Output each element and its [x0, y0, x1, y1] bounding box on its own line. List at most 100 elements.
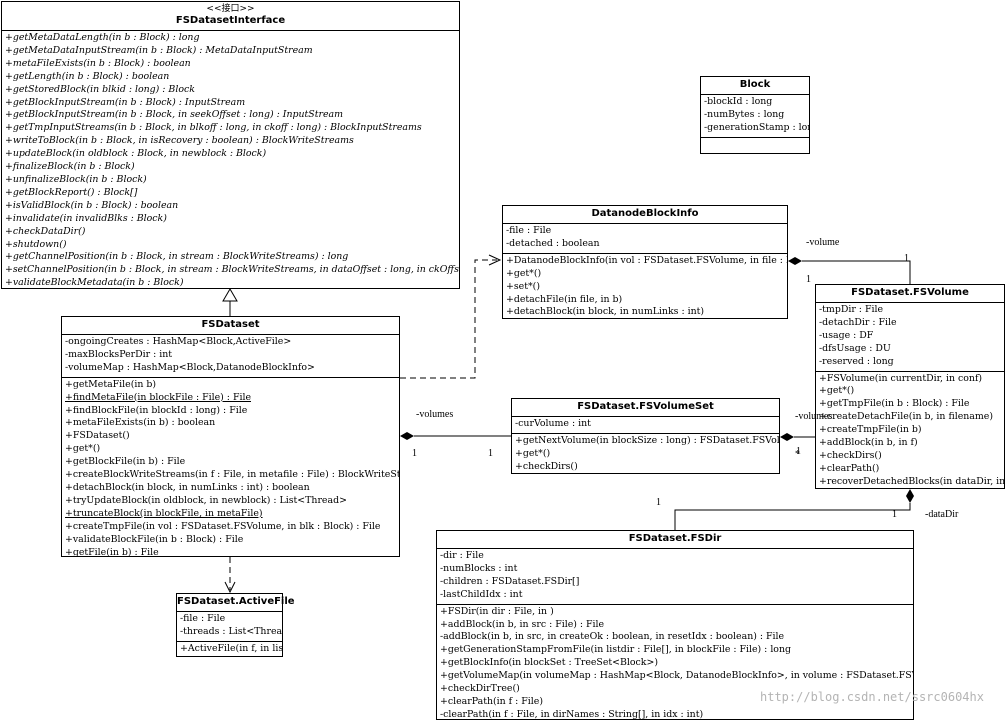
class-header: DatanodeBlockInfo — [503, 206, 787, 224]
method-item: +isValidBlock(in b : Block) : boolean — [5, 199, 179, 211]
method-item: +unfinalizeBlock(in b : Block) — [5, 173, 147, 185]
class-header: FSDataset.ActiveFile — [177, 594, 295, 612]
block-class: Block -blockId : long-numBytes : long-ge… — [700, 76, 810, 154]
method-item: +FSDir(in dir : File, in ) — [440, 605, 554, 617]
class-name: FSDatasetInterface — [175, 15, 286, 26]
method-item: +checkDataDir() — [5, 225, 86, 237]
method-item: +getNextVolume(in blockSize : long) : FS… — [515, 434, 779, 446]
association-label-volumes: -volumes — [795, 411, 833, 422]
attribute-item: -file : File — [180, 613, 226, 624]
method-item: +updateBlock(in oldblock : Block, in new… — [5, 148, 267, 160]
method-item: +getBlockInputStream(in b : Block, in se… — [5, 109, 343, 121]
attributes-section: -dir : File-numBlocks : int-children : F… — [437, 549, 913, 605]
method-item: +setChannelPosition(in b : Block, in str… — [5, 264, 459, 276]
method-item: +getBlockInputStream(in b : Block) : Inp… — [5, 96, 246, 108]
method-item: +get*() — [65, 443, 101, 455]
association-label-datadir: -dataDir — [925, 509, 959, 520]
attribute-item: -curVolume : int — [515, 418, 591, 429]
class-header: FSDataset.FSDir — [437, 531, 913, 549]
multiplicity-label: 1 — [806, 274, 811, 285]
method-item: +getBlockInfo(in blockSet : TreeSet<Bloc… — [440, 657, 658, 669]
multiplicity-label: 1 — [488, 448, 493, 459]
methods-section: +getMetaFile(in b)+findMetaFile(in block… — [62, 378, 399, 562]
method-item: +detachBlock(in block, in numLinks : int… — [65, 481, 310, 493]
multiplicity-label: 1 — [796, 446, 801, 457]
method-item: +DatanodeBlockInfo(in vol : FSDataset.FS… — [506, 254, 787, 266]
method-item: +getLength(in b : Block) : boolean — [5, 70, 170, 82]
class-name: FSDataset — [201, 319, 260, 330]
attributes-section: -ongoingCreates : HashMap<Block,ActiveFi… — [62, 335, 399, 378]
multiplicity-label: 1 — [904, 253, 909, 264]
datanode-block-info-class: DatanodeBlockInfo -file : File-detached … — [502, 205, 788, 319]
association-label-volume: -volume — [806, 237, 840, 248]
attribute-item: -tmpDir : File — [819, 304, 883, 315]
watermark: http://blog.csdn.net/ssrc0604hx — [760, 690, 984, 704]
class-name: DatanodeBlockInfo — [591, 208, 699, 219]
method-item: +get*() — [506, 267, 542, 279]
active-file-class: FSDataset.ActiveFile -file : File-thread… — [176, 593, 295, 658]
method-item: +detachFile(in file, in b) — [506, 293, 623, 305]
method-item: +getVolumeMap(in volumeMap : HashMap<Blo… — [440, 670, 913, 682]
method-item: +shutdown() — [5, 238, 67, 250]
attribute-item: -generationStamp : long — [704, 121, 809, 133]
attribute-item: -maxBlocksPerDir : int — [65, 348, 173, 360]
class-name: Block — [739, 79, 771, 90]
methods-section: +getMetaDataLength(in b : Block) : long+… — [2, 31, 459, 292]
method-item: +addBlock(in b, in src : File) : File — [440, 618, 605, 630]
method-item: +getMetaDataLength(in b : Block) : long — [5, 32, 200, 43]
method-item: +clearPath() — [819, 462, 880, 474]
multiplicity-label: 1 — [892, 509, 897, 520]
attribute-item: -blockId : long — [704, 96, 773, 107]
fsdir-class: FSDataset.FSDir -dir : File-numBlocks : … — [436, 530, 914, 720]
method-item: +checkDirs() — [515, 460, 578, 472]
methods-section: +FSDir(in dir : File, in )+addBlock(in b… — [437, 605, 913, 724]
dependency-datanodeblockinfo-line — [400, 259, 497, 379]
method-item: +getBlockReport() : Block[] — [5, 186, 138, 198]
method-item: +writeToBlock(in b : Block, in isRecover… — [5, 135, 354, 147]
attribute-item: -detached : boolean — [506, 237, 600, 249]
method-item: +clearPath(in f : File) — [440, 695, 543, 707]
class-name: FSDataset.FSDir — [628, 533, 722, 544]
method-item: +createBlockWriteStreams(in f : File, in… — [65, 469, 399, 481]
class-name: FSDataset.FSVolumeSet — [577, 401, 714, 412]
method-item: +addBlock(in b, in f) — [819, 437, 918, 449]
dependency-arrowhead — [488, 254, 502, 266]
method-item: +get*() — [515, 447, 551, 459]
attributes-section: -file : File-detached : boolean — [503, 224, 787, 254]
method-item: +getFile(in b) : File — [65, 546, 159, 558]
methods-section: +getNextVolume(in blockSize : long) : FS… — [512, 434, 779, 476]
attributes-section: -file : File-threads : List<Thread> — [177, 612, 282, 642]
attribute-item: -threads : List<Thread> — [180, 625, 282, 637]
methods-section — [701, 138, 809, 141]
class-header: FSDataset.FSVolume — [816, 285, 1004, 303]
method-item: +set*() — [506, 280, 540, 292]
multiplicity-label: * — [795, 449, 800, 460]
method-item: +createTmpFile(in vol : FSDataset.FSVolu… — [65, 520, 381, 532]
methods-section: +ActiveFile(in f, in list) — [177, 642, 282, 658]
method-item: +get*() — [819, 385, 855, 397]
method-item: +findBlockFile(in blockId : long) : File — [65, 404, 248, 416]
attributes-section: -blockId : long-numBytes : long-generati… — [701, 95, 809, 138]
attribute-item: -dir : File — [440, 550, 484, 561]
class-name: FSDataset.FSVolume — [851, 287, 969, 298]
method-item: +FSDataset() — [65, 430, 130, 442]
method-item: +truncateBlock(in blockFile, in metaFile… — [65, 507, 263, 519]
class-header: <<接口>> FSDatasetInterface — [2, 2, 459, 31]
stereotype: <<接口>> — [206, 4, 255, 14]
multiplicity-label: 1 — [412, 448, 417, 459]
association-label-volumes: -volumes — [416, 409, 454, 420]
fsvolume-set-class: FSDataset.FSVolumeSet -curVolume : int +… — [511, 398, 780, 474]
method-item: -addBlock(in b, in src, in createOk : bo… — [440, 631, 785, 643]
method-item: +checkDirs() — [819, 449, 882, 461]
method-item: +getMetaDataInputStream(in b : Block) : … — [5, 44, 313, 56]
realization-arrowhead — [222, 288, 238, 302]
method-item: +getStoredBlock(in blkid : long) : Block — [5, 83, 195, 95]
method-item: +recoverDetachedBlocks(in dataDir, in di… — [819, 475, 1004, 487]
method-item: +findMetaFile(in blockFile : File) : Fil… — [65, 391, 251, 403]
attribute-item: -ongoingCreates : HashMap<Block,ActiveFi… — [65, 336, 292, 347]
fsdataset-class: FSDataset -ongoingCreates : HashMap<Bloc… — [61, 316, 400, 558]
composition-fsdir-line — [674, 503, 911, 530]
methods-section: +FSVolume(in currentDir, in conf)+get*()… — [816, 372, 1004, 491]
attribute-item: -dfsUsage : DU — [819, 342, 891, 354]
